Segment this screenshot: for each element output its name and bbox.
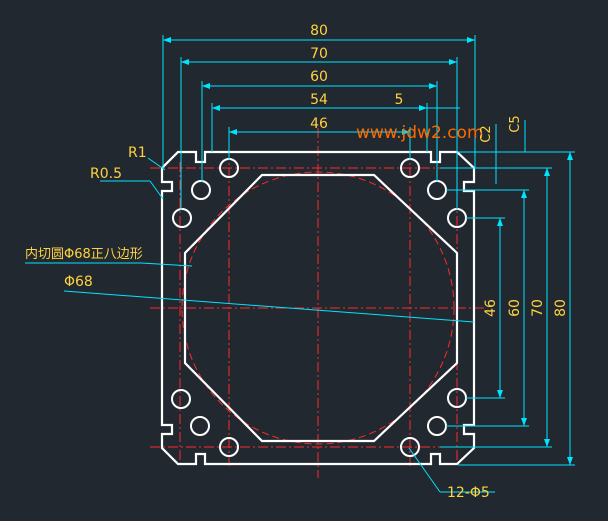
hole — [171, 389, 191, 409]
inner-octagon — [183, 173, 459, 443]
dimension-arrows — [163, 37, 573, 465]
hole — [427, 416, 447, 436]
dim-60-vertical: 60 — [507, 299, 523, 317]
chamfer-c2-label: C2 — [479, 125, 494, 142]
hole — [190, 416, 210, 436]
dim-5-horizontal: 5 — [395, 92, 404, 108]
dimension-lines — [25, 35, 575, 493]
callout-r1: R1 — [128, 145, 147, 161]
callout-octagon: 内切圆Φ68正八边形 — [25, 246, 143, 262]
dim-46-horizontal: 46 — [310, 116, 328, 132]
watermark: www.jdw2.com — [356, 123, 484, 143]
callout-r05: R0.5 — [90, 166, 122, 182]
dim-80-horizontal: 80 — [310, 23, 328, 39]
dim-70-horizontal: 70 — [310, 46, 328, 62]
hole — [427, 180, 447, 200]
dim-80-vertical: 80 — [553, 299, 569, 317]
dim-60-horizontal: 60 — [310, 69, 328, 85]
hole — [191, 180, 211, 200]
callout-holes: 12-Φ5 — [447, 485, 490, 501]
callout-phi68: Φ68 — [64, 274, 93, 290]
hole — [400, 437, 420, 457]
dim-54-horizontal: 54 — [310, 92, 328, 108]
dim-70-vertical: 70 — [530, 299, 546, 317]
dim-46-vertical: 46 — [483, 299, 499, 317]
hole — [219, 437, 239, 457]
chamfer-c5-label: C5 — [508, 115, 523, 132]
center-lines — [150, 128, 485, 478]
hole — [172, 208, 192, 228]
phi68-circle — [181, 171, 455, 445]
